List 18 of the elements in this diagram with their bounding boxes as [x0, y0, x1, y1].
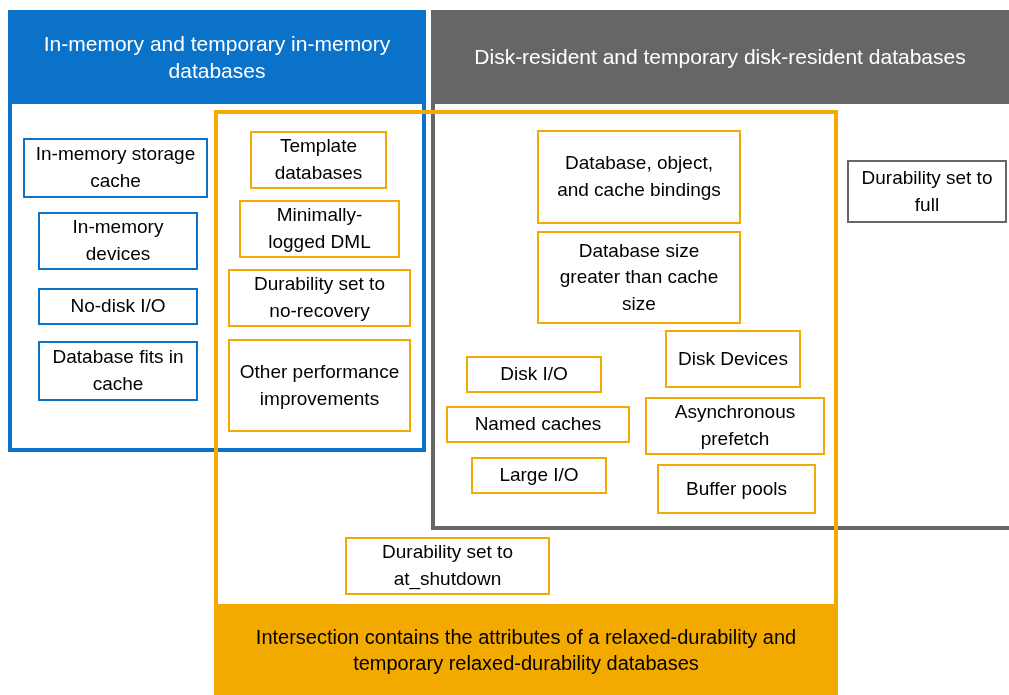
attribute-box: In-memory storage cache	[23, 138, 208, 198]
attribute-box: Database, object, and cache bindings	[537, 130, 741, 224]
attribute-box: In-memory devices	[38, 212, 198, 270]
attribute-box: Large I/O	[471, 457, 607, 494]
attribute-box: Durability set to at_shutdown	[345, 537, 550, 595]
attribute-box: Database fits in cache	[38, 341, 198, 401]
attribute-box: Other performance improvements	[228, 339, 411, 432]
attribute-box: Template databases	[250, 131, 387, 189]
attribute-box: Minimally-logged DML	[239, 200, 400, 258]
attribute-box: Disk Devices	[665, 330, 801, 388]
attribute-box: Named caches	[446, 406, 630, 443]
attribute-box: Disk I/O	[466, 356, 602, 393]
attribute-box: Buffer pools	[657, 464, 816, 514]
attribute-box: Durability set to no-recovery	[228, 269, 411, 327]
attribute-box: Asynchronous prefetch	[645, 397, 825, 455]
attribute-box: Database size greater than cache size	[537, 231, 741, 324]
attribute-box: Durability set to full	[847, 160, 1007, 223]
attribute-box: No-disk I/O	[38, 288, 198, 325]
